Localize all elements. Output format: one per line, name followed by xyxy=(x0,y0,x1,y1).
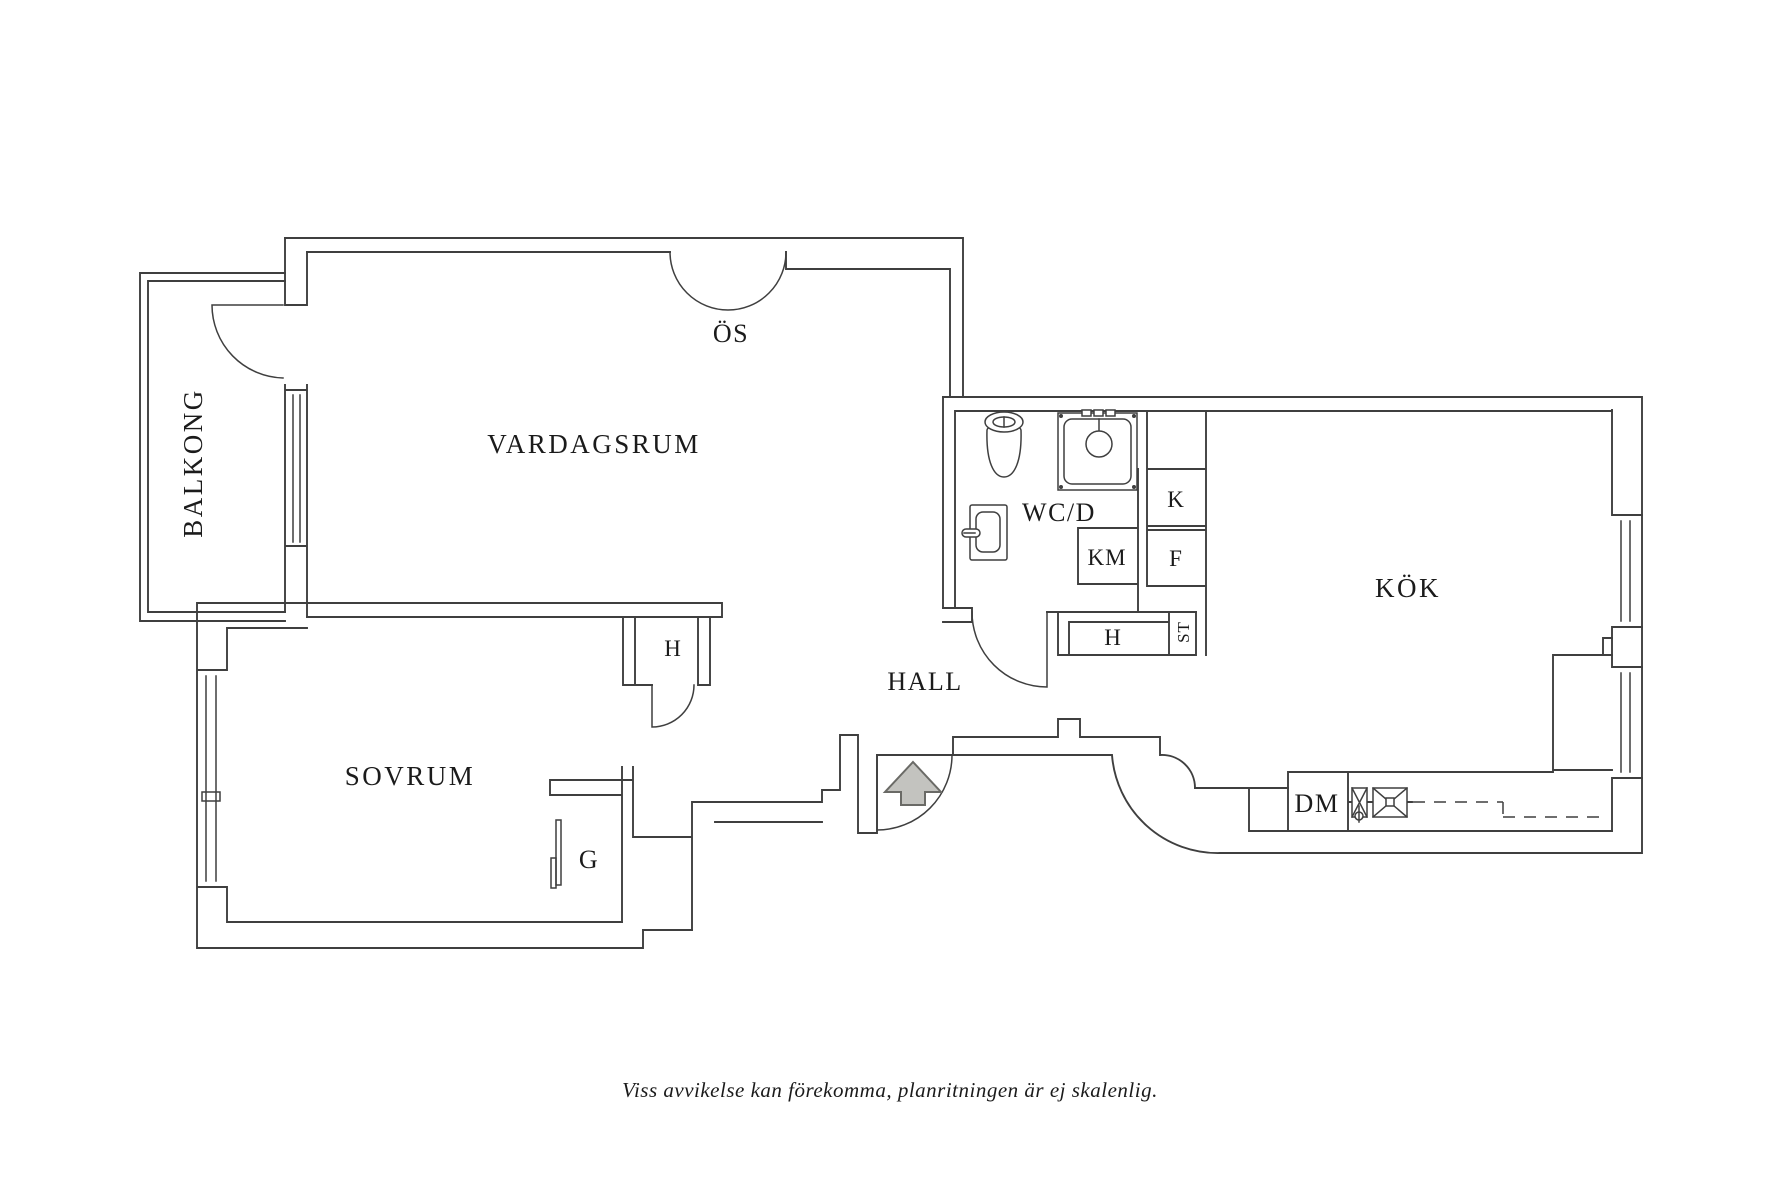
southwest-walls xyxy=(549,734,878,931)
livingroom-south-wall xyxy=(284,602,723,686)
entrance-arrow-icon xyxy=(882,760,944,806)
wardrobe-sliding-door xyxy=(550,819,562,889)
outer-shell-wall xyxy=(284,237,1643,854)
fixtures xyxy=(882,409,1409,823)
kitchen-counter xyxy=(1194,637,1613,832)
counter-dashed-extension xyxy=(1413,801,1608,818)
top-inner-wall xyxy=(306,251,1613,609)
kitchen-sink-icon xyxy=(1350,786,1409,823)
west-wall xyxy=(284,237,308,618)
kitchen-window-glass xyxy=(1620,520,1631,773)
wardrobe-label: G xyxy=(579,845,599,874)
toilet-icon xyxy=(984,411,1024,478)
washing-machine-label: KM xyxy=(1087,545,1126,570)
disclaimer-text: Viss avvikelse kan förekomma, planritnin… xyxy=(622,1078,1158,1102)
fireplace-arc xyxy=(669,251,787,311)
kitchen-closet-label: H xyxy=(1104,625,1122,650)
kitchen-east-wall xyxy=(1611,409,1643,832)
shower-icon xyxy=(1057,409,1138,491)
hall-label: HALL xyxy=(887,667,962,696)
walls xyxy=(139,237,1643,949)
freezer-label: F xyxy=(1169,546,1183,571)
balcony-label: BALKONG xyxy=(178,388,208,538)
fireplace-label: ÖS xyxy=(713,319,749,348)
doors xyxy=(211,304,1048,889)
balcony-walls xyxy=(139,272,286,622)
wc-door xyxy=(971,611,1048,688)
kitchen-label: KÖK xyxy=(1375,573,1441,603)
labels: BALKONG VARDAGSRUM ÖS SOVRUM HALL WC/D K… xyxy=(178,319,1441,1102)
sink-icon xyxy=(961,504,1008,561)
cleaning-closet-label: ST xyxy=(1174,621,1193,643)
wc-walls xyxy=(942,607,1197,623)
dishwasher-label: DM xyxy=(1295,789,1340,818)
entrance-door xyxy=(876,754,953,831)
bedroom-walls xyxy=(196,602,693,949)
hall-closet-label: H xyxy=(664,636,682,661)
bedroom-label: SOVRUM xyxy=(345,761,476,791)
hall-closet-door xyxy=(651,684,695,728)
living-room-label: VARDAGSRUM xyxy=(487,429,701,459)
balcony-door xyxy=(211,304,284,379)
balcony-window-glass xyxy=(292,394,301,543)
bedroom-window-glass xyxy=(201,675,221,882)
closet-column-walls xyxy=(1057,410,1207,656)
fridge-label: K xyxy=(1167,487,1185,512)
bathroom-label: WC/D xyxy=(1022,498,1096,527)
